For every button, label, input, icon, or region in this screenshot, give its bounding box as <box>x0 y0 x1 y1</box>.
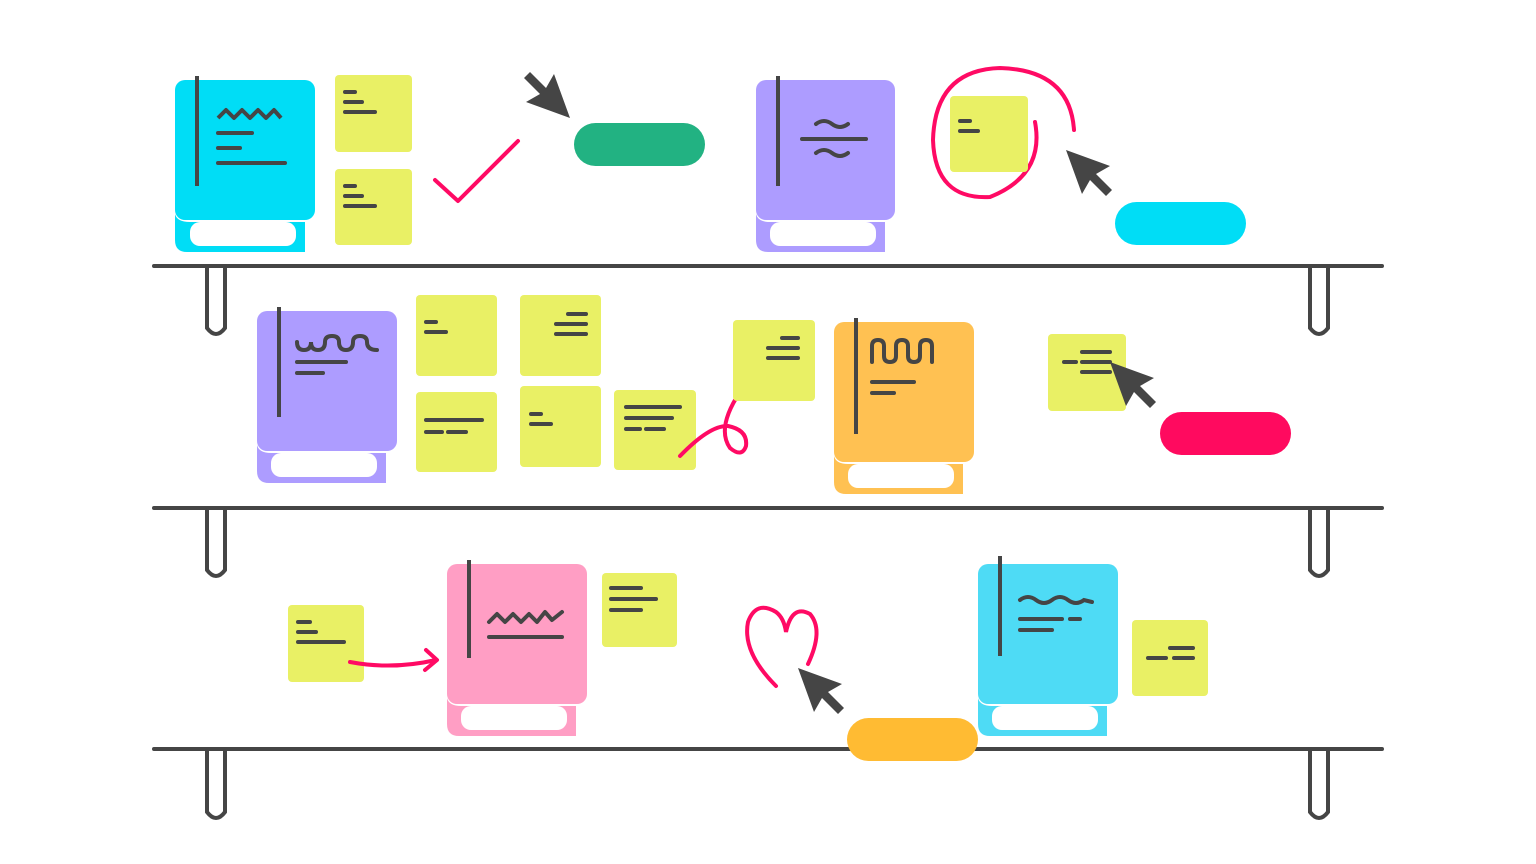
pill-cyan[interactable] <box>1115 202 1246 245</box>
sticky-note[interactable] <box>335 169 412 245</box>
sticky-note[interactable] <box>520 295 601 376</box>
cursor-arrow-icon <box>798 668 844 714</box>
shelf-bottom <box>152 747 1384 820</box>
sticky-note[interactable] <box>335 75 412 152</box>
pill-green[interactable] <box>574 123 705 166</box>
sticky-note[interactable] <box>950 96 1028 172</box>
book-violet-top[interactable] <box>756 76 895 252</box>
book-cyan[interactable] <box>175 76 315 252</box>
sticky-note[interactable] <box>416 295 497 376</box>
sticky-note[interactable] <box>520 386 601 467</box>
circle-highlight-icon <box>930 65 1076 200</box>
book-violet-middle[interactable] <box>257 307 397 483</box>
arrow-right-icon <box>348 648 439 672</box>
sticky-note[interactable] <box>1048 334 1126 411</box>
sticky-note[interactable] <box>614 390 696 470</box>
sticky-note[interactable] <box>1132 620 1208 696</box>
pill-red[interactable] <box>1160 412 1291 455</box>
sticky-note[interactable] <box>416 392 497 472</box>
book-pink[interactable] <box>447 560 587 736</box>
heart-scribble-icon <box>745 605 819 688</box>
sticky-note[interactable] <box>733 320 815 401</box>
book-orange[interactable] <box>834 318 974 494</box>
shelf-middle <box>152 506 1384 578</box>
pill-amber[interactable] <box>847 718 978 761</box>
cursor-arrow-icon <box>524 72 570 118</box>
sticky-note[interactable] <box>288 605 364 682</box>
cursor-arrow-icon <box>1066 150 1112 196</box>
sticky-note[interactable] <box>602 573 677 647</box>
check-mark-icon <box>433 139 520 203</box>
book-sky[interactable] <box>978 556 1118 736</box>
shelf-top <box>152 264 1384 336</box>
